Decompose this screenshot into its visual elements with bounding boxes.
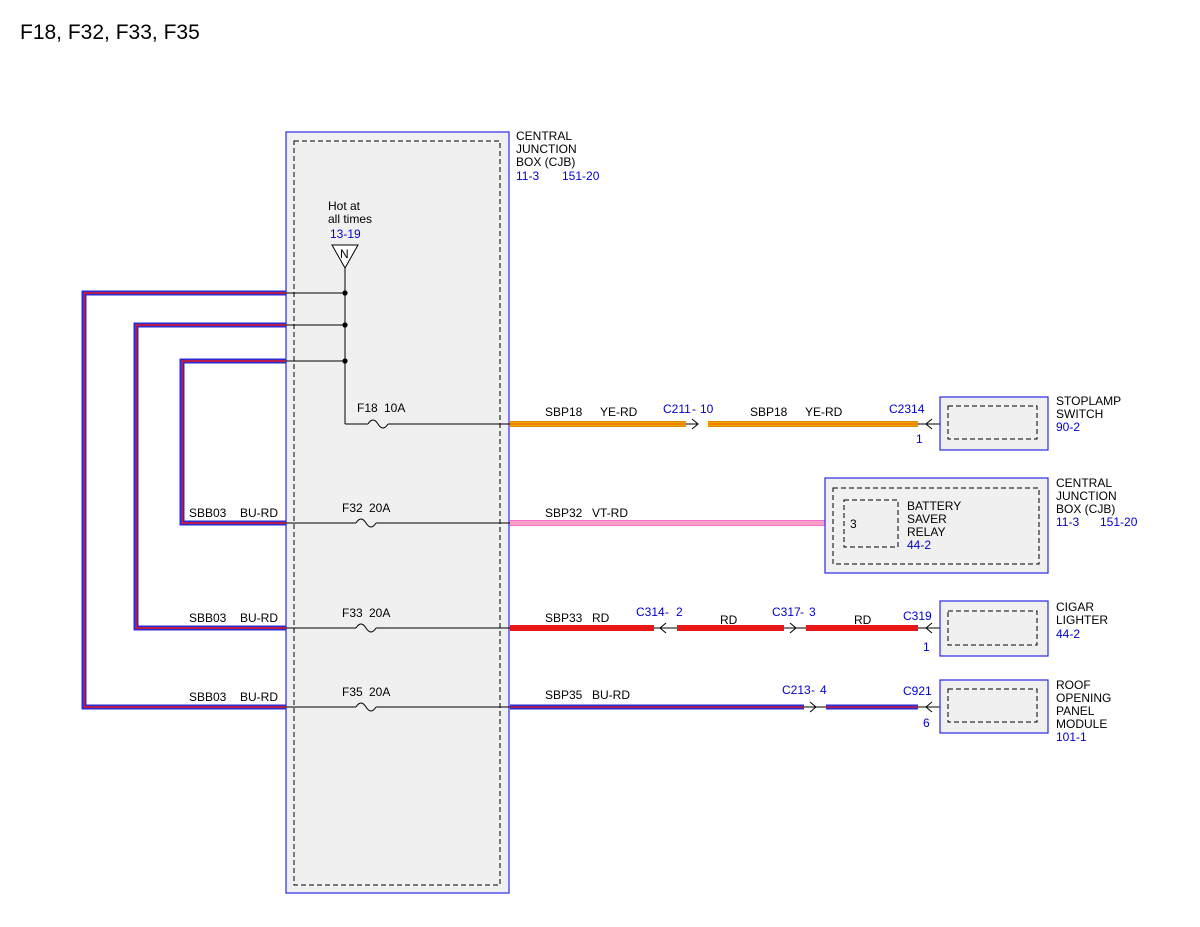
cigar-lighter[interactable] [939,600,1049,657]
connector-c921[interactable]: C921 [903,684,932,698]
fuse-f33-name: F33 [342,606,363,620]
cjb-outline [285,131,510,894]
connector-c211-icon [686,418,699,430]
fuse-f32-rating: 20A [369,501,390,515]
relay-pin: 3 [850,517,857,531]
fuse-f32-name: F32 [342,501,363,515]
connector-c213-icon [804,701,826,713]
connector-c211[interactable]: C211 [663,402,691,416]
fuse-f33-icon [355,623,377,633]
relay-ref[interactable]: 44-2 [907,538,931,552]
sbp35-circuit-label: SBP35 [545,688,583,702]
connector-c314-sep: - [665,605,669,619]
connector-c319-pin: 1 [923,640,930,654]
fuse-f18-icon [367,419,389,429]
sbp32-circuit-label: SBP32 [545,506,583,520]
central-junction-box-right[interactable] [824,477,1049,574]
roof-label-line4: MODULE [1056,717,1107,731]
connector-c213-pin: 4 [820,683,827,697]
fuse-f35-icon [355,702,377,712]
roof-ref[interactable]: 101-1 [1056,730,1087,744]
power-ref[interactable]: 13-19 [330,227,361,241]
connector-c319[interactable]: C319 [903,609,932,623]
fuse-f33-rating: 20A [369,606,390,620]
fuse-f18-rating: 10A [384,401,405,415]
stoplamp-label-line2: SWITCH [1056,407,1103,421]
connector-c2314[interactable]: C2314 [889,402,925,416]
sbp33-circuit-label: SBP33 [545,611,583,625]
connector-c317-sep: - [800,605,804,619]
central-junction-box [285,131,510,894]
sbp35-color-label: BU-RD [592,688,630,702]
fuse-f35-name: F35 [342,685,363,699]
cjb2-ref-2[interactable]: 151-20 [1100,515,1138,529]
connector-c213[interactable]: C213 [782,683,811,697]
connector-c211-pin: 10 [700,402,714,416]
stoplamp-label-line1: STOPLAMP [1056,394,1121,408]
power-source-icon: N [331,244,359,270]
connector-c314[interactable]: C314 [636,605,665,619]
cjb-ref-2[interactable]: 151-20 [562,169,600,183]
cjb-inner-dashed [293,140,501,886]
relay-label-line1: BATTERY [907,499,961,513]
connector-c2314-pin: 1 [916,432,923,446]
roof-label-line2: OPENING [1056,691,1111,705]
cjb2-ref-1[interactable]: 11-3 [1056,515,1079,529]
cjb-label-line2: JUNCTION [516,142,577,156]
sbp18-color-label-2: YE-RD [805,405,843,419]
connector-c317-icon [784,622,806,634]
feed-color-f33: BU-RD [240,611,278,625]
relay-label-line3: RELAY [907,525,945,539]
roof-label-line1: ROOF [1056,678,1091,692]
feed-wire-inner[interactable] [179,358,286,526]
fuse-f32-icon [355,518,377,528]
feed-circuit-f32: SBB03 [189,506,227,520]
cjb-label-line1: CENTRAL [516,129,572,143]
sbp18-circuit-label-2: SBP18 [750,405,788,419]
feed-wire-outer[interactable] [81,290,286,710]
diagram-title: F18, F32, F33, F35 [20,21,200,44]
sbp32-color-label: VT-RD [592,506,628,520]
cjb-label-line3: BOX (CJB) [516,155,575,169]
sbp33-color-label-1: RD [592,611,610,625]
stoplamp-ref[interactable]: 90-2 [1056,420,1080,434]
feed-color-f32: BU-RD [240,506,278,520]
relay-label-line2: SAVER [907,512,947,526]
power-label-line1: Hot at [328,199,361,213]
connector-c317-pin: 3 [809,605,816,619]
connector-c314-pin: 2 [676,605,683,619]
internal-bus [286,268,368,425]
roof-label-line3: PANEL [1056,704,1095,718]
feed-color-f35: BU-RD [240,690,278,704]
cjb2-label-line1: CENTRAL [1056,476,1112,490]
power-label-line2: all times [328,212,372,226]
connector-c213-sep: - [811,683,815,697]
sbp18-color-label-1: YE-RD [600,405,638,419]
cjb-ref-1[interactable]: 11-3 [516,169,539,183]
roof-opening-panel-module[interactable] [939,679,1049,734]
fuse-f35-rating: 20A [369,685,390,699]
connector-c317[interactable]: C317 [772,605,801,619]
connector-c211-sep: - [692,402,696,416]
cigar-ref[interactable]: 44-2 [1056,627,1080,641]
connector-c921-pin: 6 [923,716,930,730]
power-symbol: N [340,247,349,261]
sbp33-color-label-3: RD [854,613,872,627]
feed-wire-middle[interactable] [133,322,286,631]
sbp33-color-label-2: RD [720,613,738,627]
fuse-f18-name: F18 [357,401,378,415]
sbp18-circuit-label-1: SBP18 [545,405,583,419]
cigar-label-line2: LIGHTER [1056,613,1108,627]
battery-saver-relay[interactable] [843,499,899,548]
feed-circuit-f35: SBB03 [189,690,227,704]
cigar-label-line1: CIGAR [1056,600,1094,614]
connector-c314-icon [654,622,677,634]
stoplamp-switch[interactable] [939,396,1049,451]
cjb2-label-line3: BOX (CJB) [1056,502,1115,516]
feed-circuit-f33: SBB03 [189,611,227,625]
cjb2-label-line2: JUNCTION [1056,489,1117,503]
